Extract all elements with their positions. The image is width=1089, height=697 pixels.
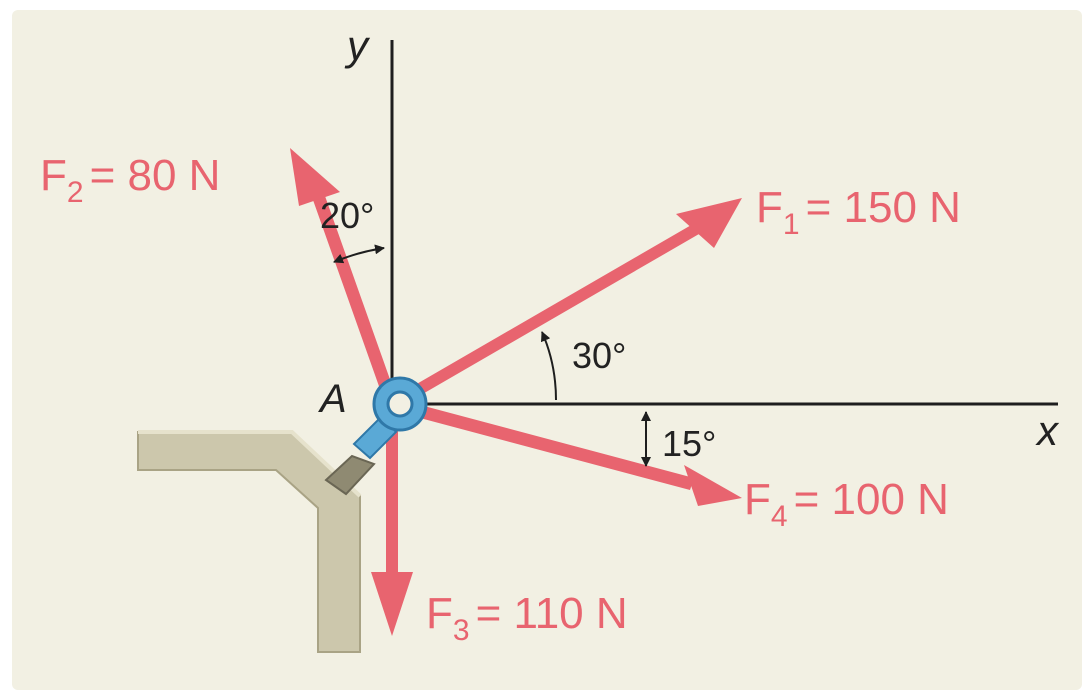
force-label-f3: F3= 110 N bbox=[426, 589, 628, 647]
point-label-a: A bbox=[318, 377, 347, 421]
force-f1-arrow bbox=[389, 198, 742, 410]
angle-label-f4: 15° bbox=[662, 423, 716, 464]
force-label-f2: F2= 80 N bbox=[40, 151, 220, 209]
force-label-f4: F4= 100 N bbox=[744, 475, 949, 533]
y-axis-label: y bbox=[344, 22, 371, 69]
angle-label-f1: 30° bbox=[572, 335, 626, 376]
angle-label-f2: 20° bbox=[320, 195, 374, 236]
x-axis-label: x bbox=[1035, 407, 1060, 454]
force-f3-arrow bbox=[371, 404, 413, 636]
angle-arc-f1 bbox=[541, 331, 557, 401]
force-f4-arrow bbox=[390, 398, 742, 506]
angle-arc-f2 bbox=[333, 244, 385, 264]
eye-bolt bbox=[324, 376, 428, 496]
force-label-f1: F1= 150 N bbox=[756, 183, 961, 241]
figure-panel bbox=[12, 10, 1082, 690]
